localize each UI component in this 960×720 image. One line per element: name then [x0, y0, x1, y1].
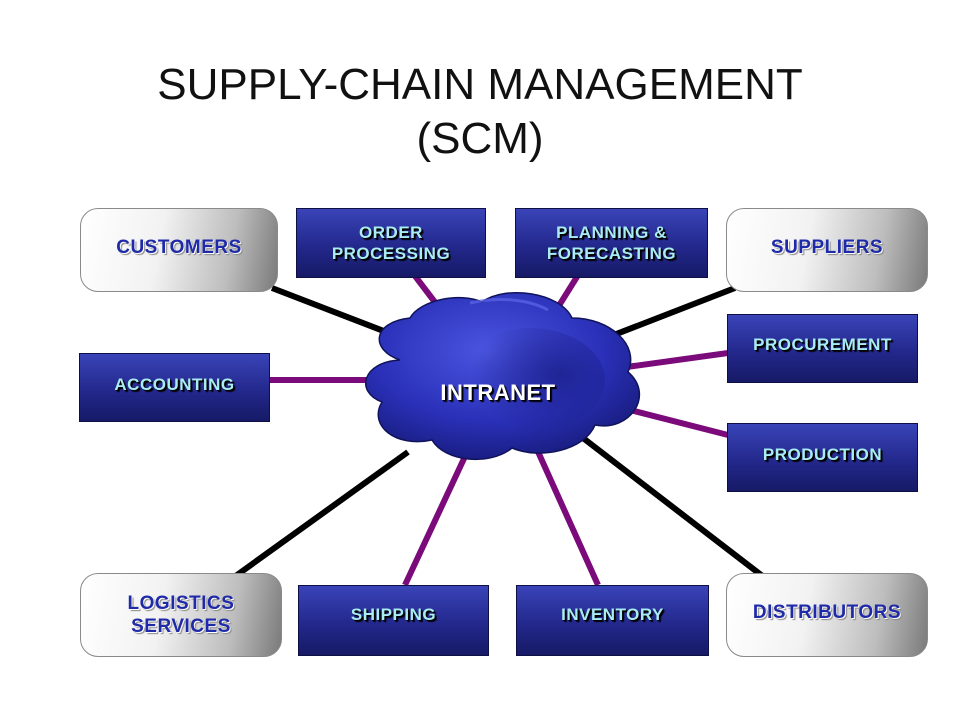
node-planning-line-2: FORECASTING: [546, 244, 677, 263]
node-procurement[interactable]: PROCUREMENT: [727, 314, 918, 383]
node-distributors-label: DISTRIBUTORS: [752, 601, 902, 623]
link-production: [629, 407, 729, 438]
node-customers[interactable]: CUSTOMERS: [80, 208, 278, 292]
node-customers-label: CUSTOMERS: [116, 236, 242, 258]
node-logistics-label-line-1: LOGISTICS: [127, 593, 235, 614]
node-accounting[interactable]: ACCOUNTING: [79, 353, 270, 422]
node-logistics-services[interactable]: LOGISTICS SERVICES: [80, 573, 282, 657]
node-production-label: PRODUCTION: [762, 445, 883, 464]
node-order-processing-line-1: ORDER: [359, 223, 423, 242]
node-shipping-label: SHIPPING: [350, 605, 437, 624]
title-line-2: (SCM): [416, 114, 544, 163]
node-shipping[interactable]: SHIPPING: [298, 585, 489, 656]
title-line-1: SUPPLY-CHAIN MANAGEMENT: [157, 60, 803, 109]
node-production[interactable]: PRODUCTION: [727, 423, 918, 492]
node-order-processing[interactable]: ORDER PROCESSING: [296, 208, 486, 278]
node-accounting-label: ACCOUNTING: [114, 375, 235, 394]
link-inventory: [532, 443, 601, 587]
node-procurement-label: PROCUREMENT: [753, 335, 892, 354]
hub-label: INTRANET: [440, 380, 556, 405]
link-distributors: [568, 425, 767, 581]
node-inventory[interactable]: INVENTORY: [516, 585, 709, 656]
intranet-cloud-icon: [364, 291, 641, 461]
node-suppliers[interactable]: SUPPLIERS: [726, 208, 928, 292]
node-order-processing-line-2: PROCESSING: [331, 244, 451, 263]
node-planning-line-1: PLANNING &: [556, 223, 667, 242]
node-inventory-label: INVENTORY: [561, 605, 664, 624]
link-logistics-services: [228, 449, 410, 583]
node-logistics-label-line-2: SERVICES: [131, 616, 231, 637]
node-planning-forecasting[interactable]: PLANNING & FORECASTING: [515, 208, 708, 278]
link-shipping: [402, 448, 471, 587]
node-suppliers-label: SUPPLIERS: [770, 236, 884, 258]
node-distributors[interactable]: DISTRIBUTORS: [726, 573, 928, 657]
page-title: SUPPLY-CHAIN MANAGEMENT (SCM): [60, 58, 900, 166]
